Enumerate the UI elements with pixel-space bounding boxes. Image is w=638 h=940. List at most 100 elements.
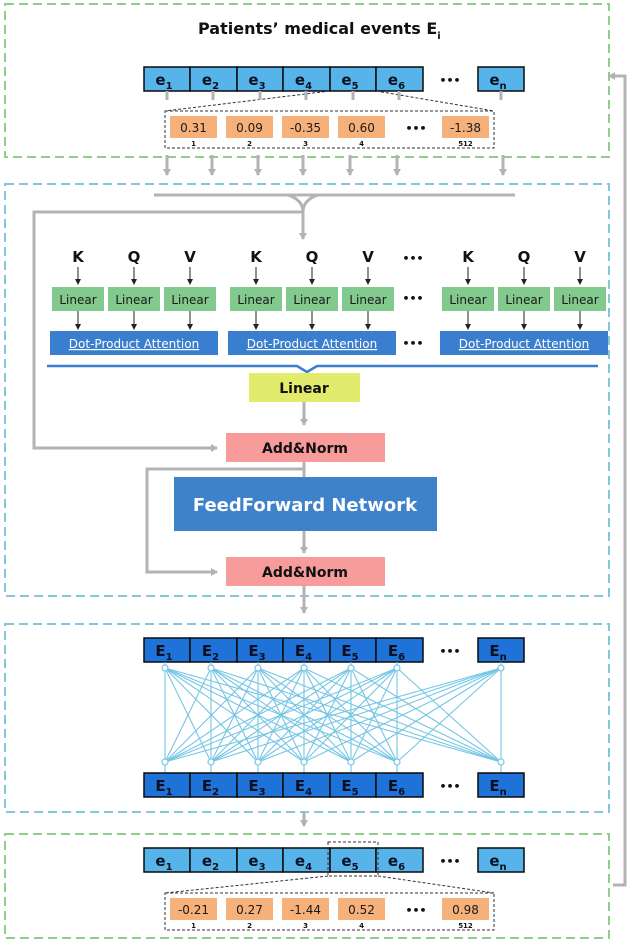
encoded-top-cell-5 (329, 637, 377, 663)
input-event-label-4: e4 (295, 71, 312, 92)
input-embedding-value-3: -0.35 (290, 121, 321, 135)
node-top-6 (393, 664, 401, 672)
output-embedding-ellipsis: ••• (405, 904, 426, 917)
encoded-top-label-5: E5 (341, 642, 358, 663)
node-bottom-5 (347, 758, 355, 766)
head-2-linear-3 (342, 287, 394, 311)
add-norm-label-1: Add&Norm (262, 441, 348, 457)
encoded-bottom-cell-5 (329, 772, 377, 798)
node-bottom-2 (207, 758, 215, 766)
node-top-5 (347, 664, 355, 672)
output-embedding-index-3: 3 (303, 922, 308, 930)
input-embedding-ellipsis: ••• (405, 122, 426, 135)
input-embedding-value-box-4 (338, 116, 385, 138)
input-event-label-7: en (489, 71, 506, 92)
input-embedding-index-5: 512 (458, 140, 473, 148)
head-3-input-V: V (574, 248, 586, 266)
encoded-top-ellipsis: ••• (439, 645, 460, 658)
input-event-label-2: e2 (202, 71, 219, 92)
node-bottom-4 (300, 758, 308, 766)
output-embedding-value-4: 0.52 (348, 903, 375, 917)
input-event-label-5: e5 (341, 71, 358, 92)
head-1-input-V: V (184, 248, 196, 266)
head-1-linear-1 (52, 287, 104, 311)
concat-linear-label: Linear (279, 381, 329, 397)
head-1-linear-label-1: Linear (59, 293, 96, 307)
add-norm-box-2 (226, 557, 385, 586)
head-3-linear-label-3: Linear (561, 293, 598, 307)
input-embedding-value-box-5 (442, 116, 489, 138)
node-bottom-3 (254, 758, 262, 766)
connection-7-2 (210, 667, 502, 763)
output-embedding-value-5: 0.98 (452, 903, 479, 917)
output-embedding-index-2: 2 (247, 922, 252, 930)
output-event-cell-7 (477, 847, 525, 873)
multihead-attention-panel (4, 183, 610, 597)
head-3-attention-box (440, 331, 608, 355)
encoded-top-label-2: E2 (202, 642, 219, 663)
encoded-top-cell-3 (236, 637, 284, 663)
output-event-cell-3 (236, 847, 284, 873)
output-embedding-index-1: 1 (191, 922, 196, 930)
output-event-cell-4 (282, 847, 331, 873)
input-embedding-value-1: 0.31 (180, 121, 207, 135)
encoded-top-label-4: E4 (295, 642, 312, 663)
input-embedding-value-4: 0.60 (348, 121, 375, 135)
head-1-linear-label-3: Linear (171, 293, 208, 307)
input-embedding-value-box-3 (282, 116, 329, 138)
head-2-attention-label: Dot-Product Attention (247, 337, 377, 351)
head-1-linear-2 (108, 287, 160, 311)
head-2-input-V: V (362, 248, 374, 266)
output-event-label-1: e1 (155, 852, 172, 873)
connection-6-5 (350, 667, 398, 763)
zoom-box (327, 841, 379, 877)
head-1-linear-label-2: Linear (115, 293, 152, 307)
head-2-input-K: K (250, 248, 263, 266)
connection-6-3 (257, 667, 398, 763)
zoom-line-left (164, 90, 331, 112)
encoded-bottom-label-7: En (489, 777, 506, 798)
encoded-bottom-label-1: E1 (155, 777, 172, 798)
head-2-linear-1 (230, 287, 282, 311)
connection-7-6 (396, 667, 502, 763)
connection-2-1 (164, 667, 212, 763)
add-norm-box-1 (226, 433, 385, 462)
input-event-label-1: e1 (155, 71, 172, 92)
connection-6-1 (164, 667, 398, 763)
output-embedding-value-box-5 (442, 898, 489, 920)
encoded-bottom-cell-7 (477, 772, 525, 798)
encoded-bottom-label-4: E4 (295, 777, 312, 798)
connection-6-4 (303, 667, 398, 763)
input-embedding-frame (164, 110, 495, 149)
connection-7-1 (164, 667, 502, 763)
connection-4-1 (164, 667, 305, 763)
feedforward-network-box (174, 477, 437, 531)
output-event-ellipsis: ••• (439, 855, 460, 868)
output-event-cell-2 (189, 847, 238, 873)
head-2-linear-label-3: Linear (349, 293, 386, 307)
output-event-label-2: e2 (202, 852, 219, 873)
output-embedding-value-box-2 (226, 898, 273, 920)
zoom-line-left (164, 875, 329, 894)
output-event-label-3: e3 (248, 852, 265, 873)
head-2-linear-label-1: Linear (237, 293, 274, 307)
output-embedding-index-4: 4 (359, 922, 364, 930)
output-embedding-value-box-1 (170, 898, 217, 920)
input-embedding-value-5: -1.38 (450, 121, 481, 135)
encoded-top-label-6: E6 (388, 642, 405, 663)
head-2-input-Q: Q (306, 248, 319, 266)
diagram-title: Patients’ medical events Ei (198, 19, 441, 42)
head-1-attention-label: Dot-Product Attention (69, 337, 199, 351)
head-3-input-Q: Q (518, 248, 531, 266)
output-event-cell-5 (329, 847, 377, 873)
connection-7-4 (303, 667, 502, 763)
head-2-attention-box (228, 331, 396, 355)
node-top-1 (161, 664, 169, 672)
connection-5-1 (164, 667, 352, 763)
input-events-panel (4, 3, 610, 158)
